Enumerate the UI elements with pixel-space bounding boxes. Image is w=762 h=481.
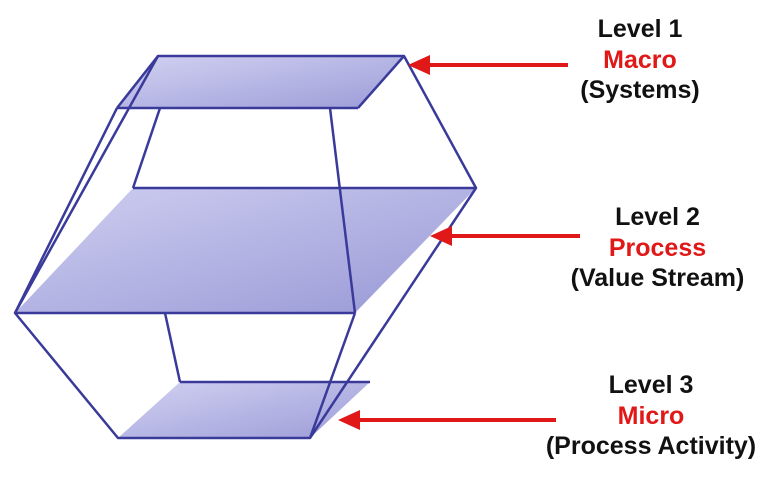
level-1-title: Level 1 xyxy=(597,15,683,43)
level-2-label: Level 2 Process (Value Stream) xyxy=(555,202,760,294)
level-1-name: Macro xyxy=(603,45,677,74)
prism-outline xyxy=(13,54,478,440)
arrow-level-1 xyxy=(408,55,568,75)
level-3-description: (Process Activity) xyxy=(545,432,757,460)
level-2-name: Process xyxy=(608,233,707,262)
arrow-level-3 xyxy=(338,410,556,430)
level-2-title: Level 2 xyxy=(615,203,700,231)
arrow-level-2 xyxy=(430,226,580,246)
level-1-description: (Systems) xyxy=(580,76,700,104)
level-3-title: Level 3 xyxy=(608,371,694,399)
micro-plane xyxy=(118,382,370,438)
level-3-label: Level 3 Micro (Process Activity) xyxy=(540,370,762,462)
macro-plane xyxy=(117,56,404,108)
process-plane xyxy=(15,188,476,313)
level-1-label: Level 1 Macro (Systems) xyxy=(555,14,725,106)
level-3-name: Micro xyxy=(617,401,685,430)
level-2-description: (Value Stream) xyxy=(570,264,745,292)
